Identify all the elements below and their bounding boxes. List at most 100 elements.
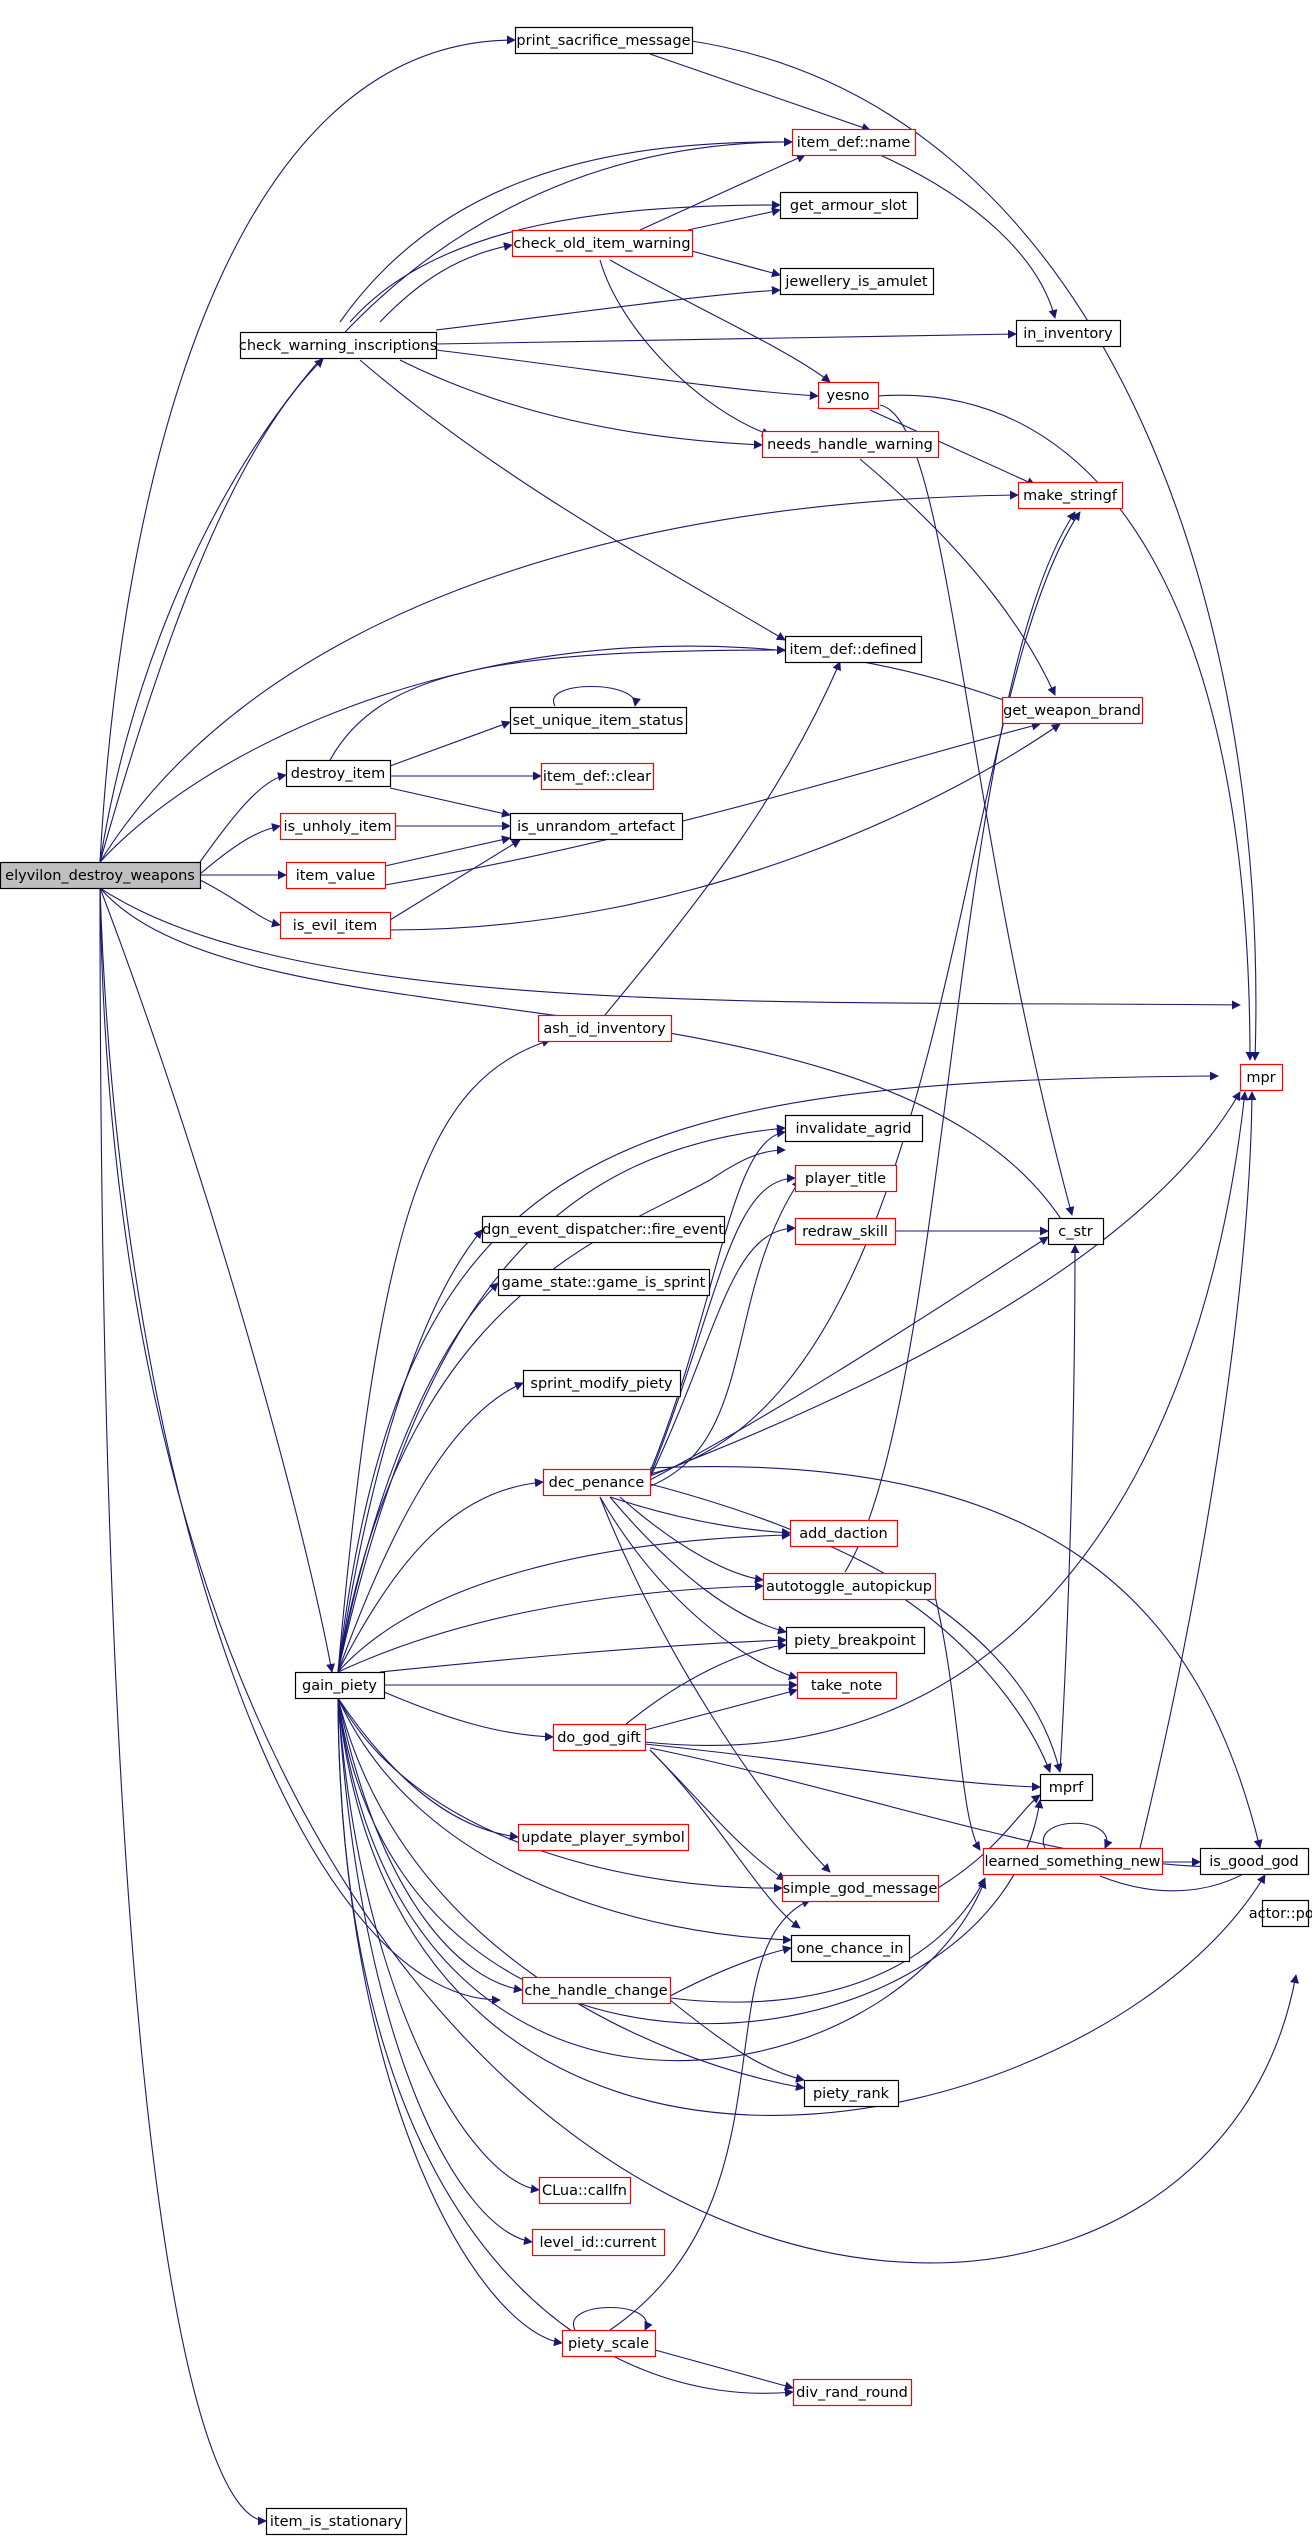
node-takenote[interactable]: take_note bbox=[796, 1671, 898, 1700]
node-smp[interactable]: sprint_modify_piety bbox=[522, 1369, 682, 1398]
node-iddef[interactable]: item_def::defined bbox=[784, 635, 923, 664]
node-dogg[interactable]: do_god_gift bbox=[552, 1723, 647, 1752]
node-redraw[interactable]: redraw_skill bbox=[794, 1217, 897, 1246]
node-gwb[interactable]: get_weapon_brand bbox=[1001, 696, 1144, 725]
node-box bbox=[1239, 1063, 1284, 1092]
node-psm[interactable]: print_sacrifice_message bbox=[514, 26, 694, 55]
node-label: do_god_gift bbox=[557, 1730, 641, 1746]
node-label: piety_breakpoint bbox=[794, 1633, 916, 1649]
node-gas[interactable]: get_armour_slot bbox=[779, 191, 919, 220]
node-gainp[interactable]: gain_piety bbox=[294, 1671, 386, 1700]
node-ups[interactable]: update_player_symbol bbox=[517, 1823, 690, 1852]
node-pscale[interactable]: piety_scale bbox=[561, 2329, 657, 2358]
edge-destroy-isunrand bbox=[389, 787, 511, 818]
node-cwi[interactable]: check_warning_inscriptions bbox=[239, 331, 437, 360]
edge-itemvalue-gwb bbox=[384, 721, 1041, 886]
node-jia[interactable]: jewellery_is_amulet bbox=[779, 267, 935, 296]
edge-coiw-yesno bbox=[609, 259, 831, 383]
edge-root-actpos bbox=[99, 887, 1299, 2264]
node-nhw[interactable]: needs_handle_warning bbox=[761, 430, 940, 459]
node-label: ash_id_inventory bbox=[543, 1021, 666, 1037]
node-ptitle[interactable]: player_title bbox=[794, 1164, 898, 1193]
edge-destroy-iddef bbox=[329, 645, 786, 761]
node-invag[interactable]: invalidate_agrid bbox=[784, 1114, 924, 1143]
node-oci[interactable]: one_chance_in bbox=[790, 1934, 911, 1963]
node-idclear[interactable]: item_def::clear bbox=[540, 762, 655, 791]
edge-pscale-sgm bbox=[609, 1899, 811, 2331]
node-actpos[interactable]: actor::pos bbox=[1249, 1899, 1312, 1928]
edge-destroy-suis bbox=[389, 720, 511, 767]
node-box bbox=[779, 191, 919, 220]
node-decpen[interactable]: dec_penance bbox=[542, 1468, 652, 1497]
node-isunrand[interactable]: is_unrandom_artefact bbox=[509, 812, 684, 841]
node-mprf[interactable]: mprf bbox=[1039, 1773, 1094, 1802]
node-drr[interactable]: div_rand_round bbox=[792, 2378, 913, 2407]
node-label: dec_penance bbox=[549, 1475, 645, 1491]
node-box bbox=[279, 911, 392, 940]
node-adddac[interactable]: add_daction bbox=[789, 1519, 899, 1548]
node-root[interactable]: elyvilon_destroy_weapons bbox=[0, 861, 202, 890]
node-idname[interactable]: item_def::name bbox=[791, 128, 917, 157]
edge-sgm-mprf bbox=[937, 1794, 1041, 1889]
edge-cwi-coiw bbox=[379, 242, 513, 323]
node-box bbox=[521, 1976, 672, 2005]
node-label: item_def::name bbox=[797, 135, 911, 151]
edge-decpen-cstr bbox=[649, 1236, 1049, 1481]
node-clua[interactable]: CLua::callfn bbox=[538, 2176, 632, 2205]
edge-psm-mpr bbox=[684, 39, 1260, 1061]
edge-gainp-ashid bbox=[337, 1038, 551, 1673]
node-label: check_warning_inscriptions bbox=[239, 338, 437, 354]
node-dgnfire[interactable]: dgn_event_dispatcher::fire_event bbox=[481, 1215, 726, 1244]
edge-dogg-pbreak bbox=[624, 1641, 787, 1726]
node-yesno[interactable]: yesno bbox=[817, 381, 880, 410]
edge-dogg-oci bbox=[649, 1749, 801, 1929]
edge-gainp-pbreak bbox=[379, 1635, 787, 1673]
node-label: is_unholy_item bbox=[284, 819, 392, 835]
node-isgood[interactable]: is_good_god bbox=[1199, 1847, 1310, 1876]
edge-decpen-ptitle bbox=[649, 1173, 796, 1477]
node-itemvalue[interactable]: item_value bbox=[285, 861, 387, 890]
node-autotog[interactable]: autotoggle_autopickup bbox=[762, 1572, 937, 1601]
edges bbox=[99, 35, 1299, 2526]
edge-idname-ininv bbox=[879, 154, 1058, 319]
node-prank[interactable]: piety_rank bbox=[803, 2079, 900, 2108]
node-box bbox=[784, 635, 923, 664]
node-sprint[interactable]: game_state::game_is_sprint bbox=[497, 1268, 711, 1297]
node-pbreak[interactable]: piety_breakpoint bbox=[785, 1626, 926, 1655]
node-box bbox=[279, 812, 397, 841]
node-destroy[interactable]: destroy_item bbox=[285, 759, 392, 788]
node-label: simple_god_message bbox=[783, 1881, 938, 1897]
edge-gainp-invag bbox=[337, 1124, 786, 1673]
node-lsn[interactable]: learned_something_new bbox=[982, 1847, 1164, 1876]
node-ininv[interactable]: in_inventory bbox=[1015, 319, 1122, 348]
node-lvlcur[interactable]: level_id::current bbox=[531, 2228, 666, 2257]
edge-pscale-pscale bbox=[572, 2307, 653, 2331]
node-isevil[interactable]: is_evil_item bbox=[279, 911, 392, 940]
node-label: che_handle_change bbox=[524, 1983, 667, 1999]
node-label: mprf bbox=[1049, 1780, 1084, 1796]
node-ashid[interactable]: ash_id_inventory bbox=[537, 1014, 673, 1043]
node-box bbox=[511, 229, 694, 258]
node-sgm[interactable]: simple_god_message bbox=[781, 1874, 940, 1903]
node-box bbox=[790, 1934, 911, 1963]
node-iis[interactable]: item_is_stationary bbox=[265, 2507, 408, 2536]
node-box bbox=[265, 2507, 408, 2536]
edge-cwi-idname bbox=[339, 137, 793, 323]
node-cstr[interactable]: c_str bbox=[1047, 1217, 1105, 1246]
node-mpr[interactable]: mpr bbox=[1239, 1063, 1284, 1092]
node-chehc[interactable]: che_handle_change bbox=[521, 1976, 672, 2005]
edge-root-mks bbox=[99, 490, 1019, 863]
edge-gainp-lsn bbox=[337, 1697, 987, 2062]
edge-gainp-drr bbox=[337, 1697, 794, 2398]
node-isunholy[interactable]: is_unholy_item bbox=[279, 812, 397, 841]
node-mks[interactable]: make_stringf bbox=[1017, 481, 1124, 510]
node-suis[interactable]: set_unique_item_status bbox=[509, 706, 688, 735]
edge-gainp-pscale bbox=[337, 1697, 563, 2347]
edge-gainp-clua bbox=[337, 1697, 540, 2194]
node-coiw[interactable]: check_old_item_warning bbox=[511, 229, 694, 258]
edge-decpen-autotog bbox=[619, 1496, 764, 1584]
edge-dogg-mpr bbox=[644, 1091, 1249, 1746]
node-label: set_unique_item_status bbox=[513, 713, 684, 729]
edge-lsn-lsn bbox=[1042, 1822, 1113, 1849]
